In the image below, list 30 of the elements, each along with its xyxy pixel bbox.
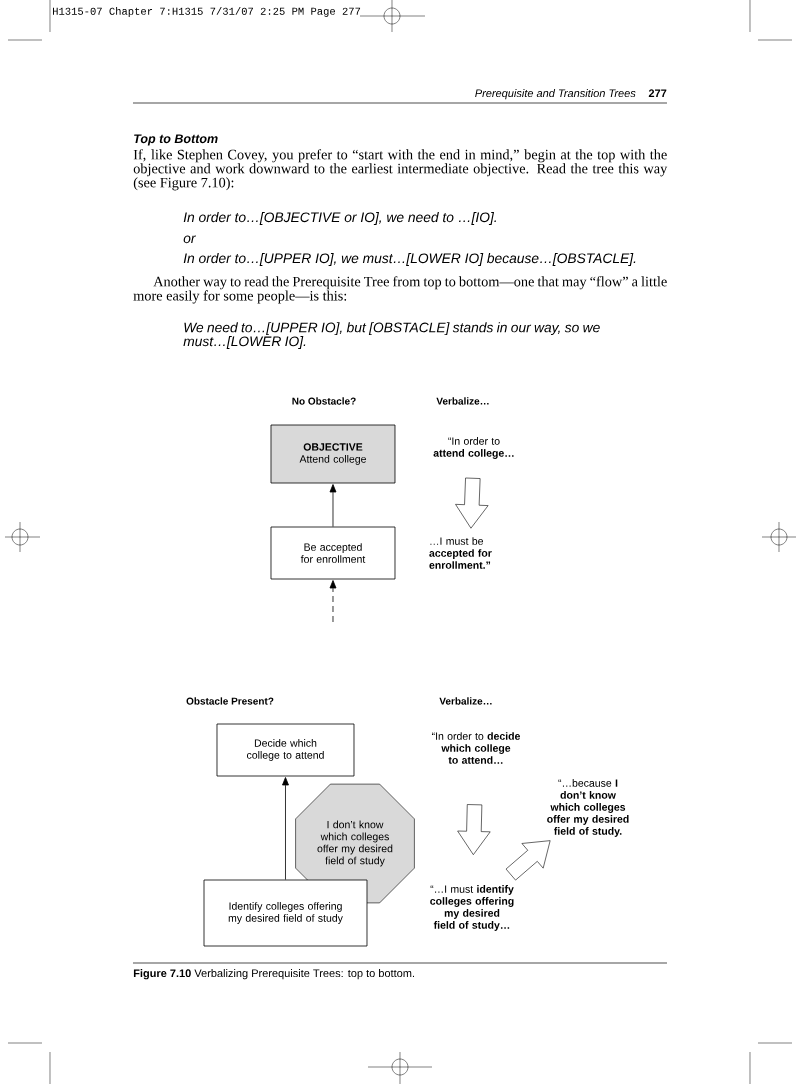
hollow-arrow [505,840,551,881]
page-number: 277 [648,89,667,97]
arrow [282,777,289,880]
process-box: Identify colleges offering my desired field of study [203,879,368,947]
arrow [329,484,337,527]
column-heading: Obstacle Present? [186,697,274,705]
quote-text: “…because I don’t know which colleges offer my desired field of study. [547,779,629,837]
column-heading: Verbalize… [436,397,489,405]
hollow-arrow [457,804,491,855]
quote-text: “…I must identify colleges offering my desired field of study… [430,885,514,931]
process-box: Be accepted for enrollment [270,526,396,580]
italic-line: or [183,235,196,244]
italic-line: In order to…[OBJECTIVE or IO], we need to …[IO]. [183,212,496,225]
hollow-arrow [455,477,489,529]
column-heading: No Obstacle? [292,397,356,405]
objective-box: OBJECTIVE Attend college [270,424,396,484]
column-heading: Verbalize… [439,697,492,705]
figure-caption: Figure 7.10 Verbalizing Prerequisite Trees: top to bottom. [133,969,414,980]
section-heading: Top to Bottom [134,134,218,146]
quote-text: “In order to decide which college to attend… [432,732,520,764]
quote-text: …I must be accepted for enrollment.” [429,537,492,569]
arrow [329,580,337,623]
process-box: Decide which college to attend [216,723,355,777]
body-paragraph: Another way to read the Prerequisite Tree from top to bottom—one that may “flow” a little more easily for some people—is this: [133,276,667,304]
running-head: Prerequisite and Transition Trees [475,89,636,100]
italic-quote: We need to…[UPPER IO], but [OBSTACLE] stands in our way, so we must…[LOWER IO]. [183,322,600,349]
printer-slug: H1315-07 Chapter 7:H1315 7/31/07 2:25 PM Page 277 [53,7,361,17]
quote-text: “In order to attend college… [433,437,514,459]
body-paragraph: If, like Stephen Covey, you prefer to “start with the end in mind,” begin at the top with the objective and work downward to the earliest intermediate objective. Read the tree this way (see Figure 7.10): [133,149,668,191]
italic-line: In order to…[UPPER IO], we must…[LOWER IO] because…[OBSTACLE]. [183,253,636,266]
